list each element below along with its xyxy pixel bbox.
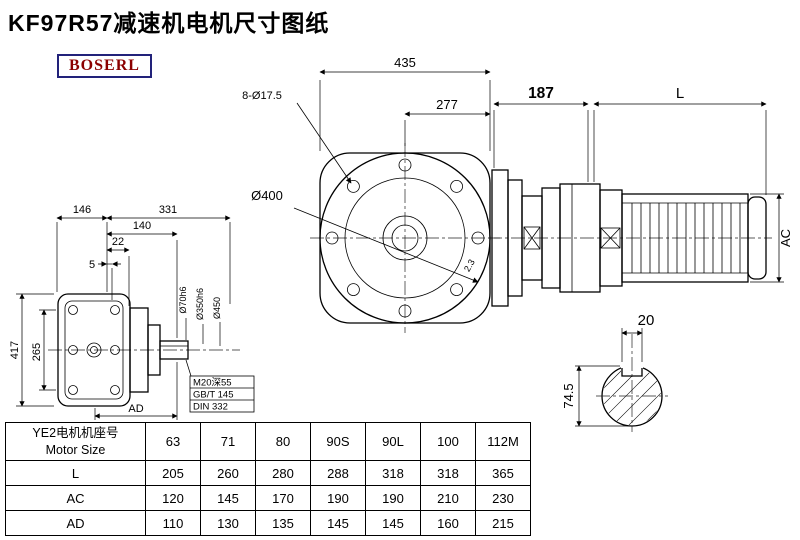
table-cell: 318 [365, 460, 421, 486]
dim-146-label: 146 [73, 204, 91, 216]
table-cell: 170 [255, 485, 311, 511]
table-cell: 145 [310, 510, 366, 536]
coupling-key-box [523, 226, 541, 250]
table-cell: 130 [200, 510, 256, 536]
dim-265-label: 265 [31, 343, 43, 361]
table-row-AD: AD 110 130 135 145 145 160 215 [5, 510, 531, 536]
row-label-cell: L [5, 460, 146, 486]
housing-bolts [68, 305, 120, 395]
key-height-label: 74.5 [561, 383, 576, 408]
size-header-cell: 80 [255, 422, 311, 461]
surface-note-label: 2.3 [462, 258, 477, 274]
table-cell: 288 [310, 460, 366, 486]
header-cn: YE2电机机座号 [32, 426, 119, 441]
dim-AC-label: AC [778, 229, 793, 247]
size-header-cell: 100 [420, 422, 476, 461]
table-cell: 145 [200, 485, 256, 511]
size-header-cell: 63 [145, 422, 201, 461]
table-cell: 190 [310, 485, 366, 511]
motor-shaft-key-box [600, 227, 621, 249]
dim-L-label: L [676, 85, 684, 102]
dim-5-label: 5 [89, 259, 95, 271]
table-cell: 210 [420, 485, 476, 511]
page-title: KF97R57减速机电机尺寸图纸 [8, 10, 330, 36]
table-cell: 260 [200, 460, 256, 486]
size-header-cell: 112M [475, 422, 531, 461]
motor-dimension-table: YE2电机机座号 Motor Size 63 71 80 90S 90L 100… [5, 422, 531, 536]
size-header-cell: 90S [310, 422, 366, 461]
dim-331-label: 331 [159, 204, 177, 216]
brand-logo-text: BOSERL [69, 57, 140, 74]
tap-note-3: DIN 332 [193, 402, 228, 413]
key-width-label: 20 [638, 312, 655, 329]
table-header-row: YE2电机机座号 Motor Size 63 71 80 90S 90L 100… [5, 422, 531, 461]
size-header-cell: 90L [365, 422, 421, 461]
table-cell: 230 [475, 485, 531, 511]
table-cell: 145 [365, 510, 421, 536]
motor-size-header-cell: YE2电机机座号 Motor Size [5, 422, 146, 461]
side-view: 187 L AC [488, 85, 793, 307]
table-cell: 318 [420, 460, 476, 486]
front-view: 435 277 8-Ø17.5 Ø400 2.3 [242, 55, 500, 333]
table-cell: 280 [255, 460, 311, 486]
brand-logo: BOSERL [57, 54, 152, 78]
dim-AD-label: AD [128, 403, 143, 415]
tapped-hole-note: M20深55 GB/T 145 DIN 332 [189, 375, 255, 413]
fan-cowl [747, 196, 767, 280]
bolt-holes [325, 158, 485, 318]
shaft-dia-label: Ø70h6 [178, 286, 188, 313]
table-cell: 160 [420, 510, 476, 536]
table-cell: 365 [475, 460, 531, 486]
dim-435-label: 435 [394, 55, 416, 70]
dim-417-label: 417 [9, 341, 21, 359]
tap-note-1: M20深55 [193, 378, 232, 389]
table-cell: 135 [255, 510, 311, 536]
left-view: 146 331 140 22 5 417 265 [9, 204, 255, 420]
tap-note-2: GB/T 145 [193, 390, 234, 401]
bolt-holes-label: 8-Ø17.5 [242, 90, 282, 102]
flange450-dia-label: Ø450 [212, 297, 222, 319]
row-label-cell: AD [5, 510, 146, 536]
table-cell: 190 [365, 485, 421, 511]
motor-fins [631, 203, 741, 273]
flange-dia-label: Ø400 [251, 188, 283, 203]
table-row-L: L 205 260 280 288 318 318 365 [5, 460, 531, 486]
table-cell: 205 [145, 460, 201, 486]
table-row-AC: AC 120 145 170 190 190 210 230 [5, 485, 531, 511]
row-label-cell: AC [5, 485, 146, 511]
size-header-cell: 71 [200, 422, 256, 461]
dim-277-label: 277 [436, 97, 458, 112]
spigot-dia-label: Ø350h6 [195, 288, 205, 320]
shaft-section-view: 20 74.5 [561, 312, 668, 432]
dim-140-label: 140 [133, 220, 151, 232]
header-en: Motor Size [45, 442, 106, 457]
table-cell: 120 [145, 485, 201, 511]
dim-187-label: 187 [528, 85, 554, 102]
table-cell: 110 [145, 510, 201, 536]
dim-22-label: 22 [112, 236, 124, 248]
table-cell: 215 [475, 510, 531, 536]
output-shaft [159, 340, 189, 360]
